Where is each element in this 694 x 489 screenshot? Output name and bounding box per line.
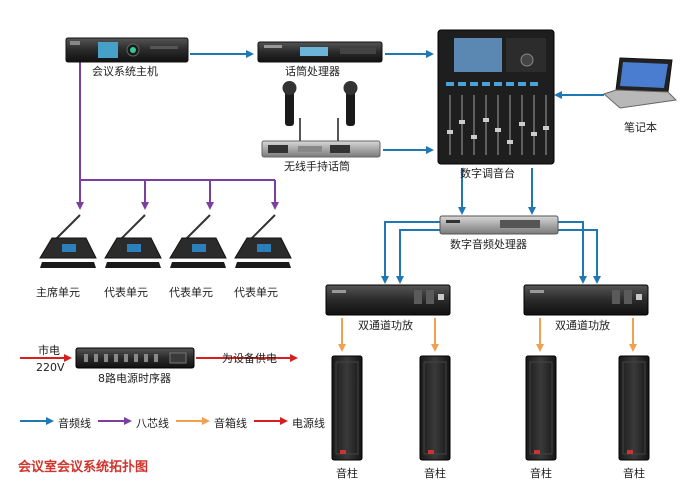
column-speaker-device-3 [525, 355, 557, 461]
delegate-unit-device-3 [234, 214, 292, 268]
column-label-1: 音柱 [336, 467, 358, 480]
delegate-unit-device-2 [169, 214, 227, 268]
unit-label-delegate-2: 代表单元 [169, 286, 213, 299]
column-label-3: 音柱 [530, 467, 552, 480]
amplifier-right-label: 双通道功放 [555, 319, 610, 332]
audio-line-dsp-to-amp-right-2 [558, 229, 601, 284]
power-sequencer-label: 8路电源时序器 [98, 372, 171, 385]
supply-label: 为设备供电 [222, 352, 277, 365]
chairman-unit-device [39, 214, 97, 268]
audio-processor-device [439, 215, 559, 235]
wireless-mic-device [261, 81, 381, 158]
legend-audio-label: 音频线 [58, 417, 91, 430]
legend-power-label: 电源线 [292, 417, 325, 430]
feedback-processor-device [257, 41, 383, 63]
unit-label-chairman: 主席单元 [36, 286, 80, 299]
legend-speaker-label: 音箱线 [214, 417, 247, 430]
conference-host-device [65, 37, 189, 63]
column-speaker-device-4 [618, 355, 650, 461]
diagram-title: 会议室会议系统拓扑图 [18, 460, 149, 475]
column-label-2: 音柱 [424, 467, 446, 480]
audio-line-dsp-to-amp-right-1 [558, 221, 587, 284]
legend-eight-core-label: 八芯线 [136, 417, 169, 430]
host-label: 会议系统主机 [92, 65, 158, 78]
laptop-device [603, 57, 678, 109]
wireless-mic-label: 无线手持话筒 [284, 160, 350, 173]
mains-voltage-label: 220V [36, 361, 65, 374]
laptop-label: 笔记本 [624, 121, 657, 134]
mains-label: 市电 [38, 344, 60, 357]
audio-processor-label: 数字音频处理器 [450, 238, 527, 251]
unit-label-delegate-3: 代表单元 [234, 286, 278, 299]
mixer-label: 数字调音台 [460, 167, 515, 180]
column-label-4: 音柱 [623, 467, 645, 480]
power-sequencer-device [75, 347, 195, 369]
digital-mixer-device [437, 29, 555, 165]
audio-line-dsp-to-amp-left-1 [381, 221, 440, 284]
amplifier-left-label: 双通道功放 [358, 319, 413, 332]
audio-line-dsp-to-amp-left-2 [396, 229, 440, 284]
column-speaker-device-2 [419, 355, 451, 461]
delegate-unit-device-1 [104, 214, 162, 268]
amplifier-right-device [523, 284, 649, 316]
unit-label-delegate-1: 代表单元 [104, 286, 148, 299]
amplifier-left-device [325, 284, 451, 316]
feedback-processor-label: 话筒处理器 [285, 65, 340, 78]
column-speaker-device-1 [331, 355, 363, 461]
